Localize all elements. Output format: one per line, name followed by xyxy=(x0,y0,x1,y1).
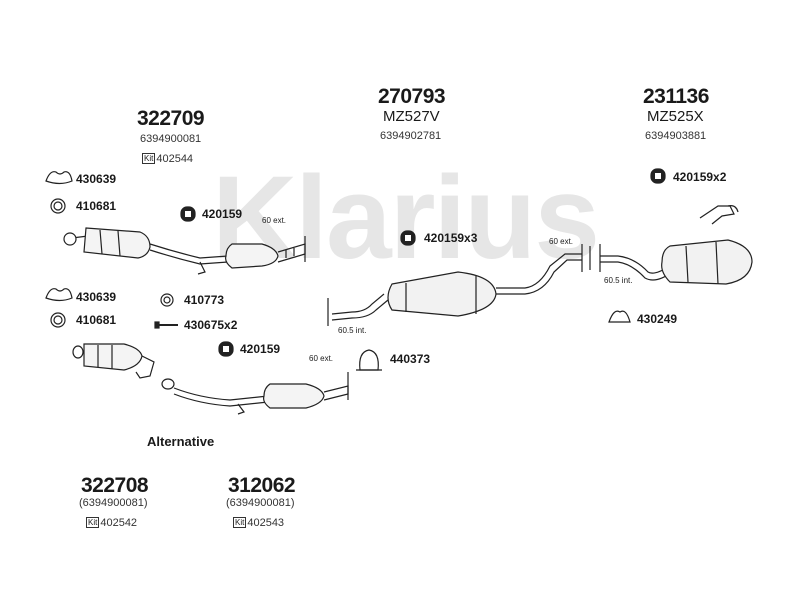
middle-silencer-assembly xyxy=(331,253,582,321)
bracket-icon-430249 xyxy=(608,310,631,323)
dim-label-middle-60ext: 60 ext. xyxy=(549,237,574,246)
gasket-icon-410681-c xyxy=(50,312,66,328)
fitting-label-430249: 430249 xyxy=(637,312,678,326)
fitting-label-430639-c: 430639 xyxy=(76,290,117,304)
dimension-ticks xyxy=(304,236,601,400)
kit-icon: Kit xyxy=(86,517,100,528)
part-number-322708: 322708 xyxy=(81,474,149,497)
hanger-icon-420159x2 xyxy=(650,168,666,184)
part-number-231136: 231136 xyxy=(643,85,709,108)
kit-number: 402542 xyxy=(100,517,138,529)
fitting-label-430639-a: 430639 xyxy=(76,172,117,186)
part-number-270793: 270793 xyxy=(378,85,446,108)
fitting-label-430675: 430675x2 xyxy=(184,318,238,332)
hanger-icon-420159-e xyxy=(218,341,234,357)
hanger-icon-420159-b xyxy=(180,206,196,222)
fitting-label-410681-c: 410681 xyxy=(76,313,117,327)
part-number-322709: 322709 xyxy=(137,107,205,130)
bolt-icon-430675 xyxy=(154,321,178,329)
fitting-label-410681-a: 410681 xyxy=(76,199,117,213)
oem-number-middle: 6394902781 xyxy=(380,130,442,142)
kit-number: 402543 xyxy=(247,517,285,529)
fitting-label-410773: 410773 xyxy=(184,293,225,307)
oem-number-alt-cat: (6394900081) xyxy=(226,497,295,509)
alternative-assembly xyxy=(72,343,349,415)
dim-label-middle-605int: 60.5 int. xyxy=(338,326,367,335)
fitting-label-420159x3: 420159x3 xyxy=(424,231,478,245)
clamp-icon-430639-c xyxy=(45,288,73,302)
watermark: Klarius xyxy=(212,152,598,284)
alternative-label: Alternative xyxy=(147,434,215,449)
fitting-label-420159-e: 420159 xyxy=(240,342,281,356)
dim-label-front-60ext: 60 ext. xyxy=(262,216,287,225)
sub-number-middle: MZ527V xyxy=(383,108,440,125)
gasket-icon-410773 xyxy=(160,293,174,307)
rear-silencer-assembly xyxy=(600,205,753,285)
kit-icon: Kit xyxy=(142,153,156,164)
gasket-icon-410681-a xyxy=(50,198,66,214)
kit-number: 402544 xyxy=(156,153,194,165)
dim-label-rear-605int: 60.5 int. xyxy=(604,276,633,285)
fitting-label-440373: 440373 xyxy=(390,352,431,366)
clamp-icon-430639-a xyxy=(45,171,73,185)
fitting-label-420159-b: 420159 xyxy=(202,207,243,221)
oem-number-front: 6394900081 xyxy=(140,133,202,145)
hanger-icon-420159x3 xyxy=(400,230,416,246)
fitting-label-420159x2: 420159x2 xyxy=(673,170,727,184)
dim-label-alt-60ext: 60 ext. xyxy=(309,354,334,363)
part-number-312062: 312062 xyxy=(228,474,296,497)
front-main-assembly xyxy=(63,227,306,275)
oem-number-rear: 6394903881 xyxy=(645,130,707,142)
clamp-icon-440373 xyxy=(356,349,382,371)
kit-icon: Kit xyxy=(233,517,247,528)
sub-number-rear: MZ525X xyxy=(647,108,704,125)
oem-number-alt-front: (6394900081) xyxy=(79,497,148,509)
